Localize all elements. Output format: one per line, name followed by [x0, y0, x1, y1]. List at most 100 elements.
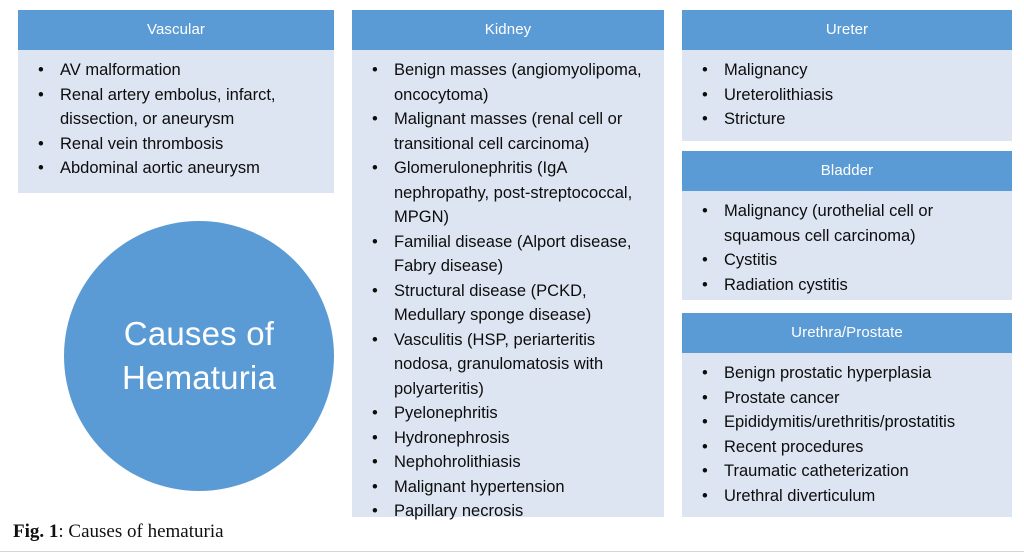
category-box-vascular: Vascular • AV malformation • Renal artery …	[18, 10, 334, 193]
list-item: • Malignancy	[692, 58, 1002, 83]
list-item-label: Prostate cancer	[724, 388, 840, 407]
bullet-icon: •	[38, 134, 44, 153]
list-item: •Benign masses (angiomyolipoma, oncocyto…	[362, 58, 654, 107]
bullet-icon: •	[372, 404, 378, 422]
bullet-icon: •	[702, 486, 708, 505]
bullet-icon: •	[372, 110, 378, 128]
bullet-icon: •	[702, 61, 708, 79]
bullet-icon: •	[702, 388, 708, 407]
bullet-list-vascular: • AV malformation • Renal artery embolus, …	[28, 58, 324, 181]
list-item-label: Malignant masses (renal cell or transiti…	[394, 110, 623, 153]
list-item: • Pyelonephritis	[362, 401, 654, 426]
list-item-label: Traumatic catheterization	[724, 462, 909, 480]
list-item-label: Familial disease (Alport disease, Fabry …	[394, 232, 632, 276]
list-item-label: Malignant hypertension	[394, 477, 565, 496]
list-item: • Radiation cystitis	[692, 273, 1002, 298]
center-circle-node: Causes of Hematuria	[64, 221, 334, 491]
list-item: • Stricture	[692, 107, 1002, 132]
bullet-icon: •	[372, 502, 378, 520]
list-item-label: Vasculitis (HSP, periarteritis nodosa, g…	[394, 330, 604, 398]
list-item-label: Glomerulonephritis (IgA nephropathy, pos…	[394, 159, 633, 226]
bullet-icon: •	[38, 61, 44, 79]
category-box-kidney: Kidney •Benign masses (angiomyolipoma, o…	[352, 10, 664, 520]
list-item: • AV malformation	[28, 58, 324, 83]
bullet-icon: •	[372, 477, 378, 496]
list-item-label: Structural disease (PCKD, Medullary spon…	[394, 281, 592, 325]
bullet-icon: •	[372, 232, 378, 251]
bullet-icon: •	[372, 159, 378, 177]
bullet-icon: •	[38, 85, 44, 104]
category-box-ureter: Ureter • Malignancy • Ureterolithiasis • St…	[682, 10, 1012, 141]
center-circle-label: Causes of Hematuria	[121, 315, 277, 396]
bottom-divider	[0, 551, 1024, 552]
list-item: • Ureterolithiasis	[692, 83, 1002, 108]
figure-caption-number: Fig. 1	[13, 521, 59, 542]
category-box-bladder: Bladder • Malignancy (urothelial cell or …	[682, 151, 1012, 300]
figure-caption: Fig. 1: Causes of hematuria	[13, 520, 224, 544]
category-box-urethra-prostate: Urethra/Prostate •Benign prostatic hyper…	[682, 313, 1012, 517]
list-item-label: Ureterolithiasis	[724, 85, 834, 104]
list-item: • Malignant masses (renal cell or transit…	[362, 107, 654, 156]
bullet-list-ureter: • Malignancy • Ureterolithiasis • Stricture	[692, 58, 1002, 132]
category-body-kidney: • Benign masses (angiomyolipoma, oncocyto…	[352, 50, 664, 534]
list-item-label: Benign masses (angiomyolipoma, oncocytom…	[394, 61, 642, 104]
category-body-vascular: • AV malformation • Renal artery embolus, …	[18, 50, 334, 191]
list-item: • Cystitis	[692, 248, 1002, 273]
category-body-urethra-prostate: •Benign prostatic hyperplasia •Prostate …	[682, 353, 1012, 518]
category-header-kidney: Kidney	[352, 10, 664, 50]
category-header-vascular: Vascular	[18, 10, 334, 50]
bullet-icon: •	[702, 413, 708, 431]
bullet-icon: •	[372, 428, 378, 447]
list-item-label: Renal vein thrombosis	[60, 134, 224, 153]
list-item-label: Epididymitis/urethritis/prostatitis	[724, 413, 956, 431]
list-item-label: Urethral diverticulum	[724, 486, 876, 505]
bullet-icon: •	[372, 330, 378, 349]
list-item-label: Renal artery embolus, infarct, dissectio…	[60, 85, 276, 129]
bullet-icon: •	[372, 281, 378, 300]
bullet-icon: •	[702, 202, 708, 220]
list-item-label: Radiation cystitis	[724, 275, 848, 294]
list-item-label: Papillary necrosis	[394, 502, 524, 520]
list-item-label: Malignancy	[724, 61, 808, 79]
list-item-label: Recent procedures	[724, 437, 864, 456]
list-item: • Renal vein thrombosis	[28, 132, 324, 157]
list-item: • Nephohrolithiasis	[362, 450, 654, 475]
bullet-icon: •	[702, 275, 708, 294]
bullet-icon: •	[702, 85, 708, 104]
bullet-list-bladder: • Malignancy (urothelial cell or squamous…	[692, 199, 1002, 297]
category-header-urethra-prostate: Urethra/Prostate	[682, 313, 1012, 353]
list-item-label: Pyelonephritis	[394, 404, 498, 422]
category-body-ureter: • Malignancy • Ureterolithiasis • Stricture	[682, 50, 1012, 142]
list-item-label: Nephohrolithiasis	[394, 453, 521, 471]
category-header-ureter: Ureter	[682, 10, 1012, 50]
bullet-icon: •	[702, 110, 708, 128]
bullet-list-kidney: • Benign masses (angiomyolipoma, oncocyto…	[362, 58, 654, 524]
list-item: • Urethral diverticulum	[692, 484, 1002, 509]
bullet-icon: •	[702, 462, 708, 480]
list-item: • Abdominal aortic aneurysm	[28, 156, 324, 181]
list-item-label: AV malformation	[60, 61, 181, 79]
list-item: • Traumatic catheterization	[692, 459, 1002, 484]
bullet-icon: •	[38, 159, 44, 177]
bullet-icon: •	[702, 437, 708, 456]
bullet-list-urethra-prostate: •Benign prostatic hyperplasia •Prostate …	[692, 361, 1002, 508]
bullet-icon: •	[702, 251, 708, 269]
list-item-label: Malignancy (urothelial cell or squamous …	[724, 202, 934, 245]
list-item-label: Stricture	[724, 110, 786, 128]
list-item: • Structural disease (PCKD, Medullary spo…	[362, 279, 654, 328]
list-item: • Familial disease (Alport disease, Fabry…	[362, 230, 654, 279]
list-item-label: Benign prostatic hyperplasia	[724, 364, 932, 382]
list-item-label: Abdominal aortic aneurysm	[60, 159, 260, 177]
list-item: • Recent procedures	[692, 435, 1002, 460]
category-header-bladder: Bladder	[682, 151, 1012, 191]
list-item: • Glomerulonephritis (IgA nephropathy, po…	[362, 156, 654, 230]
bullet-icon: •	[372, 453, 378, 471]
list-item: • Renal artery embolus, infarct, dissecti…	[28, 83, 324, 132]
category-body-bladder: • Malignancy (urothelial cell or squamous…	[682, 191, 1012, 307]
figure-caption-text: : Causes of hematuria	[58, 521, 224, 542]
list-item-label: Cystitis	[724, 251, 778, 269]
list-item: • Vasculitis (HSP, periarteritis nodosa, …	[362, 328, 654, 402]
list-item: •Benign prostatic hyperplasia	[692, 361, 1002, 386]
list-item: • Malignancy (urothelial cell or squamous…	[692, 199, 1002, 248]
